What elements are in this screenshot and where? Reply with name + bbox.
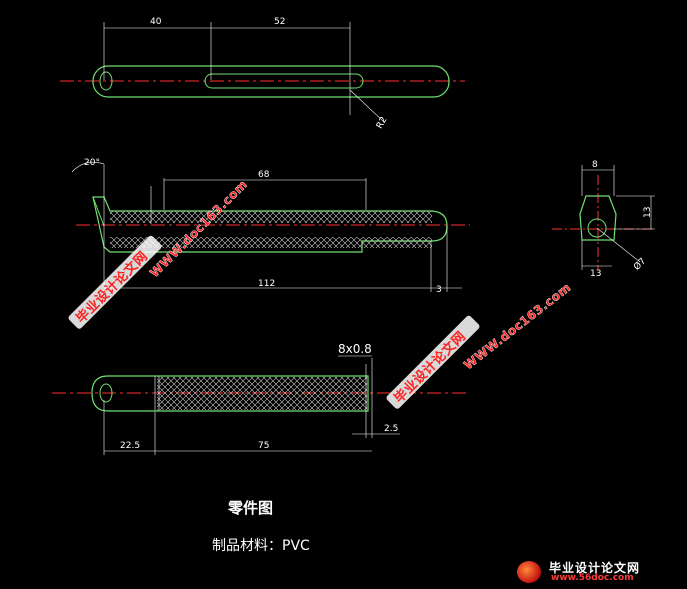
site-footer-logo: 毕业设计论文网 www.56doc.com (511, 559, 681, 585)
end-body-outline (579, 195, 617, 241)
watermark-1-url: WWW.doc163.com (147, 177, 250, 280)
top-slot (204, 73, 364, 89)
side-dim-angle: 20° (84, 158, 100, 168)
bottom-dim-2-5: 2.5 (384, 424, 398, 434)
bottom-body-outline (91, 375, 369, 412)
top-dim-40: 40 (150, 17, 162, 27)
end-dim-dia7: Ø7 (632, 256, 649, 273)
end-dim-13-vertical: 13 (643, 207, 653, 218)
bottom-view: 8x0.8 22.5 75 2.5 (52, 342, 470, 455)
material-note: 制品材料：PVC (212, 538, 310, 554)
side-knurl-top (110, 211, 432, 223)
watermark-2-line1: 毕业设计论文网 (391, 328, 469, 406)
watermark-1: 毕业设计论文网 (68, 235, 162, 329)
end-hole (587, 218, 607, 238)
top-body-outline (92, 65, 450, 98)
bottom-dim-22-5: 22.5 (120, 441, 140, 451)
side-dim-112: 112 (258, 279, 275, 289)
side-view: 20° 68 112 3 (71, 158, 470, 295)
globe-icon (517, 561, 541, 583)
top-dim-52: 52 (274, 17, 285, 27)
end-dim-13-horizontal: 13 (590, 269, 601, 279)
top-dim-r2: R2 (375, 115, 390, 130)
side-knurl-bottom (110, 237, 432, 248)
top-view: 40 52 R2 (60, 17, 465, 131)
side-dim-3: 3 (436, 285, 442, 295)
footer-site-name: 毕业设计论文网 (549, 561, 641, 575)
top-end-hole (99, 71, 113, 91)
end-dim-8: 8 (592, 160, 598, 170)
bottom-knurl-band (157, 377, 367, 410)
drawing-title: 零件图 (228, 499, 274, 517)
side-dim-68: 68 (258, 170, 270, 180)
bottom-knurl-label: 8x0.8 (338, 342, 372, 356)
watermark-1-line2: WWW.doc163.com (147, 177, 250, 280)
bottom-end-hole (99, 383, 113, 403)
footer-site-url: www.56doc.com (551, 573, 634, 583)
end-view: 8 13 13 Ø7 (552, 160, 655, 279)
bottom-dim-75: 75 (258, 441, 269, 451)
watermark-1-line1: 毕业设计论文网 (73, 248, 151, 326)
